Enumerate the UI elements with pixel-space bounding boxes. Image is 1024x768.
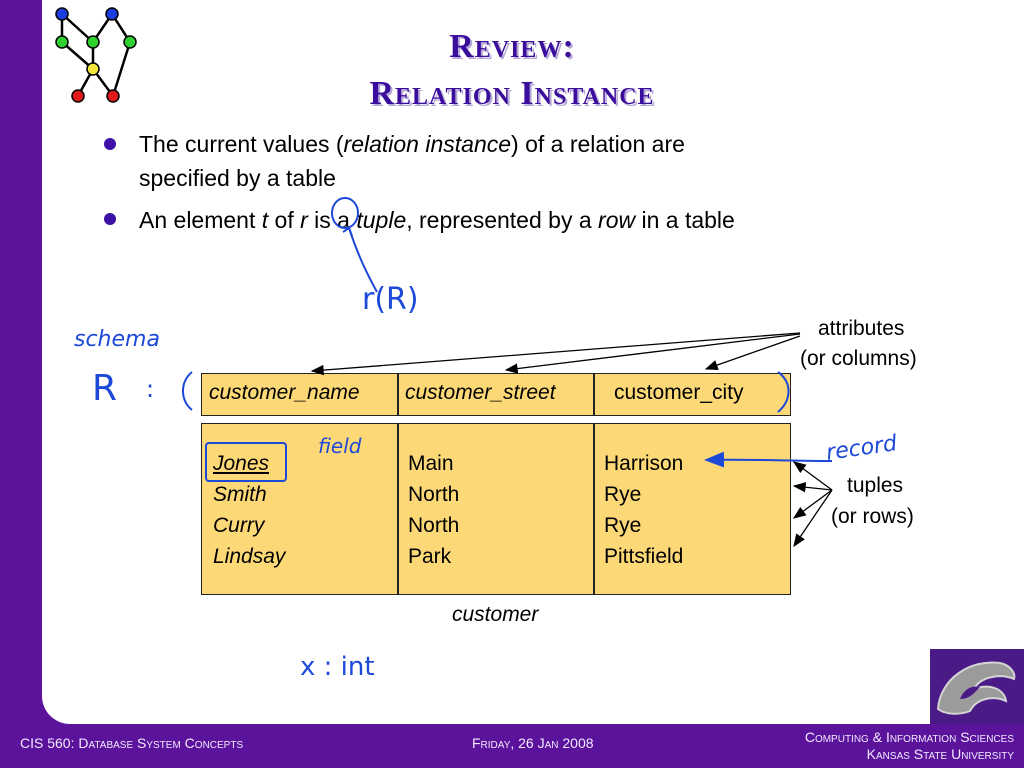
cell-city: Rye [604,483,642,506]
kstate-logo [930,649,1024,724]
graph-logo-icon [55,7,137,103]
slide-title-line2: Relation Instance [369,75,655,112]
tuples-sublabel: (or rows) [831,505,914,528]
column-names: Jones Smith Curry Lindsay [213,448,285,572]
handwritten-field: field [318,434,362,458]
cell-city: Harrison [604,452,684,475]
handwritten-xint: x : int [300,652,375,682]
handwritten-schema: schema [74,327,160,352]
cell-street: North [408,483,460,506]
footer-university: Kansas State University [866,746,1014,762]
header-customer-street: customer_street [405,381,556,404]
tuples-label: tuples [847,474,904,497]
attributes-sublabel: (or columns) [800,347,917,370]
cell-name: Jones [213,452,270,475]
handwritten-rR: r(R) [362,282,419,317]
schema-header-box [201,373,791,416]
bullet-1-text: The current values (relation instance) o… [139,131,685,191]
column-cities: Harrison Rye Rye Pittsfield [604,448,683,572]
column-streets: Main North North Park [408,448,459,572]
bullet-dot-1 [104,138,116,150]
cell-street: Park [408,545,452,568]
cell-street: North [408,514,460,537]
header-customer-city: customer_city [614,381,744,404]
cell-city: Pittsfield [604,545,684,568]
footer-department: Computing & Information Sciences [804,729,1014,745]
footer-course: CIS 560: Database System Concepts [20,735,244,751]
table-body-box [201,423,791,595]
handwritten-colon: : [146,375,155,403]
cell-name: Lindsay [213,545,286,568]
slide-canvas [42,0,1024,724]
header-customer-name: customer_name [209,381,360,404]
handwritten-R: R [92,368,118,409]
cell-city: Rye [604,514,642,537]
bullet-dot-2 [104,213,116,225]
table-caption: customer [452,603,539,626]
attributes-label: attributes [818,317,905,340]
cell-name: Curry [213,514,265,537]
bullet-2-text: An element t of r is a tuple, represente… [139,207,735,233]
slide-title-line1: Review: [449,28,575,65]
cell-name: Smith [213,483,267,506]
cell-street: Main [408,452,454,475]
footer-date: Friday, 26 Jan 2008 [472,735,594,751]
